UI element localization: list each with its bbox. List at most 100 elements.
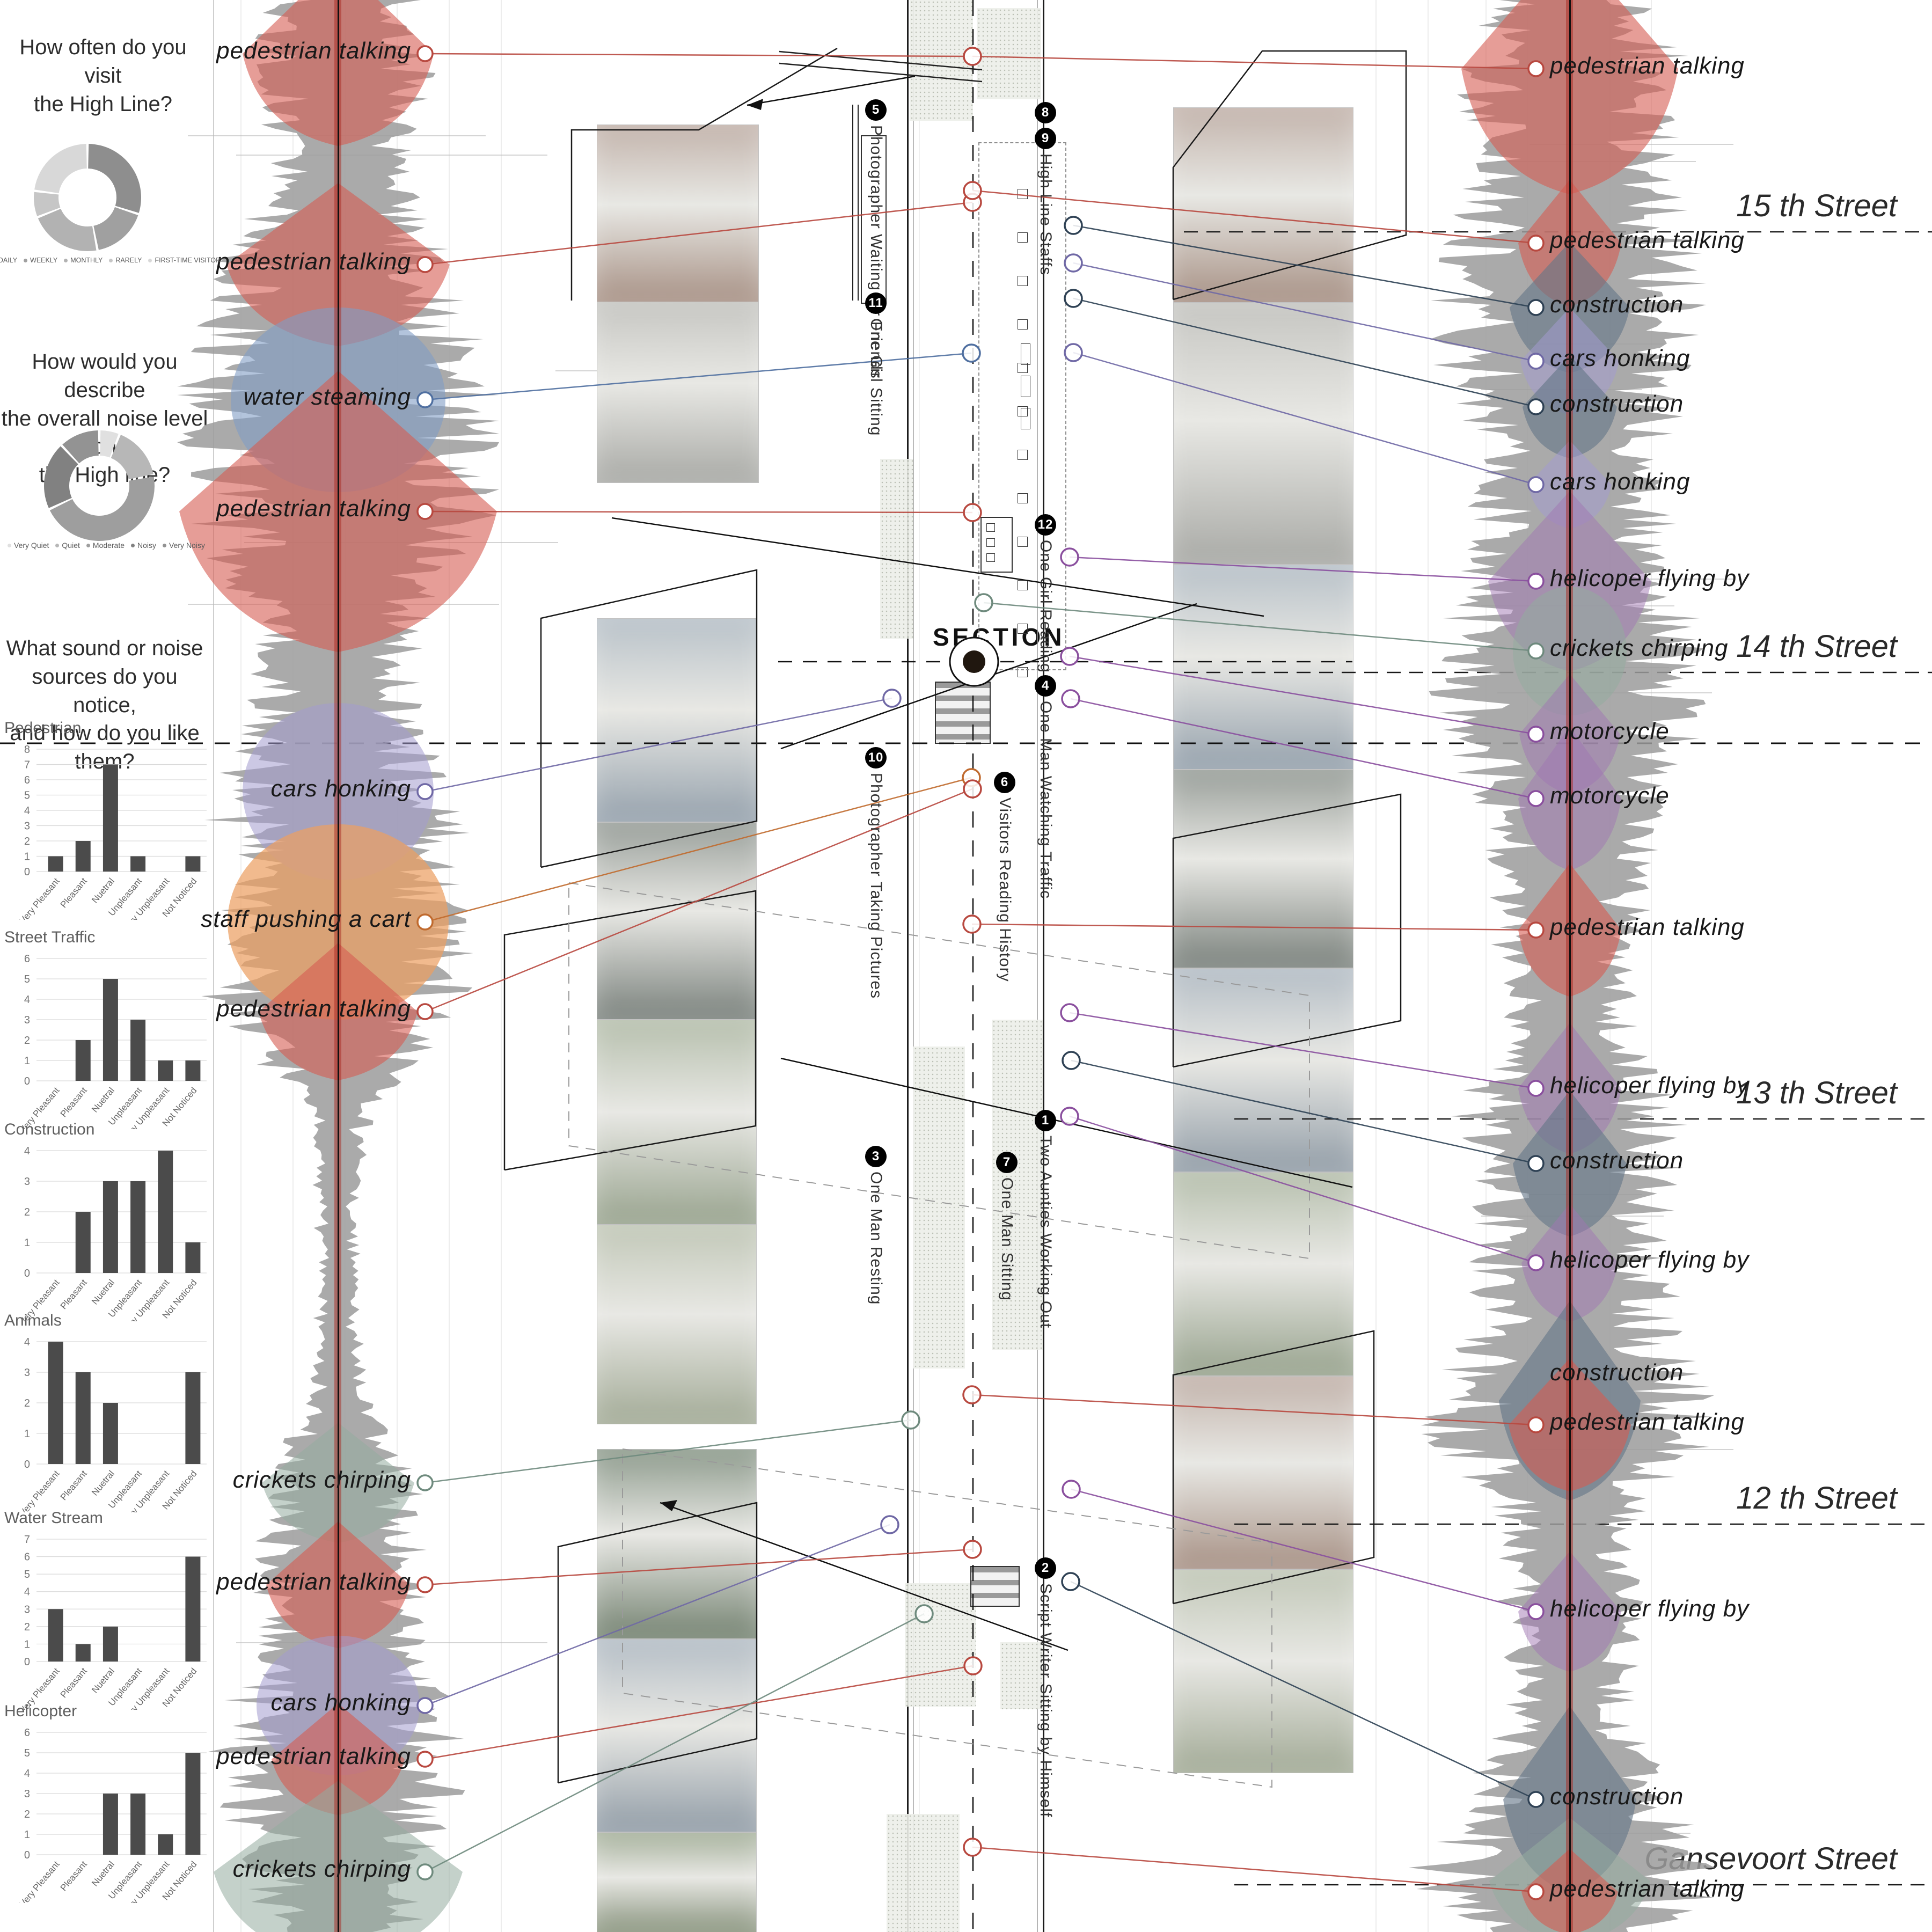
donut-slice: [111, 435, 153, 480]
legend-item: WEEKLY: [24, 257, 57, 264]
sound-label: motorcycle: [1550, 718, 1670, 744]
planting-bed: [992, 1020, 1043, 1350]
massing-outline: [1172, 793, 1402, 1068]
y-tick: 4: [24, 994, 30, 1006]
sound-label: crickets chirping: [232, 1856, 411, 1882]
bar: [158, 1060, 173, 1081]
sound-label: helicoper flying by: [1550, 1247, 1750, 1273]
y-tick: 5: [24, 974, 30, 985]
y-tick: 4: [24, 1768, 30, 1780]
annotation-number: 6: [994, 772, 1015, 793]
bar: [185, 1372, 201, 1464]
bar: [48, 856, 63, 872]
plan-annotation: 10Photographer Taking Pictures: [865, 747, 887, 999]
photo: [597, 125, 759, 303]
sound-label: pedestrian talking: [216, 495, 411, 522]
annotation-label: Visitors Reading History: [996, 797, 1014, 982]
photo: [597, 1639, 757, 1832]
bar: [130, 1181, 146, 1273]
y-tick: 1: [24, 1055, 30, 1067]
y-tick: 5: [24, 790, 30, 802]
grid-line-vertical: [1428, 0, 1429, 1932]
massing-outline: [1172, 50, 1407, 301]
bar: [103, 764, 118, 872]
section-title: SECTION: [933, 623, 1065, 651]
planter-square: [1018, 450, 1028, 460]
plan-edge-left: [907, 0, 909, 1932]
annotation-label: One Girl Reading: [1037, 540, 1055, 673]
sound-label: cars honking: [1550, 469, 1690, 495]
sound-label: motorcycle: [1550, 782, 1670, 809]
plan-annotation: 1Two Aunties Working Out: [1035, 1110, 1056, 1328]
grid-line-vertical: [1651, 0, 1652, 1932]
plan-marker: [1062, 1051, 1081, 1070]
plan-marker: [1061, 1572, 1080, 1591]
x-category-label: Nuetral: [90, 1277, 116, 1306]
plan-annotation: 11One Girl Sitting: [865, 292, 887, 436]
label-marker: [1527, 1254, 1545, 1271]
legend-dot: [148, 258, 152, 262]
bridge-beam: [779, 62, 983, 83]
plan-marker: [962, 1385, 982, 1404]
panel-divider: [213, 0, 214, 1932]
grid-line-vertical: [1375, 0, 1377, 1932]
y-tick: 3: [24, 821, 30, 832]
planting-bed: [977, 8, 1041, 99]
sound-label: cars honking: [270, 1689, 411, 1716]
bar: [75, 1212, 91, 1273]
annotation-label: One Man Watching Traffic: [1037, 701, 1055, 899]
grid-line-vertical: [501, 0, 502, 1932]
sound-label: pedestrian talking: [216, 248, 411, 275]
y-tick: 4: [24, 1586, 30, 1598]
x-category-label: Nuetral: [90, 876, 116, 905]
donut-slice: [34, 144, 87, 194]
y-tick: 3: [24, 1176, 30, 1188]
plan-annotation: 89High Line Staffs: [1035, 102, 1056, 275]
photo: [1173, 1376, 1353, 1569]
label-marker: [416, 1697, 434, 1714]
plan-annotation: 7One Man Sitting: [996, 1152, 1018, 1301]
question-title-line: sources do you notice,: [32, 664, 178, 717]
y-tick: 2: [24, 1206, 30, 1218]
y-tick: 2: [24, 1397, 30, 1409]
connector-line: [1069, 1012, 1536, 1089]
bench-seat: [986, 538, 995, 547]
grid-line-vertical: [1485, 0, 1487, 1932]
label-marker: [1527, 353, 1545, 370]
plan-marker: [880, 1515, 899, 1534]
legend-dot: [64, 258, 68, 262]
y-tick: 7: [24, 759, 30, 771]
bench-small: [1021, 408, 1030, 429]
planter-square: [1018, 624, 1028, 634]
x-category-label: Pleasant: [58, 1666, 89, 1700]
donut-chart: [33, 144, 141, 251]
y-tick: 3: [24, 1604, 30, 1615]
bar: [75, 841, 91, 872]
legend-dot: [55, 543, 60, 547]
plan-marker: [963, 1656, 983, 1675]
legend-dot: [131, 543, 135, 547]
section-target-inner: [963, 650, 985, 673]
sound-label: pedestrian talking: [216, 38, 411, 64]
bench-small: [1021, 376, 1030, 397]
legend-item: Noisy: [131, 541, 156, 550]
annotation-label: One Man Sitting: [998, 1177, 1016, 1301]
plan-marker: [1064, 253, 1083, 273]
annotation-number: 1: [1035, 1110, 1056, 1131]
legend-item: Very Quiet: [8, 541, 49, 550]
plan-annotation: 3One Man Resting: [865, 1146, 887, 1305]
sound-label: helicoper flying by: [1550, 1596, 1750, 1622]
y-tick: 8: [24, 744, 30, 756]
question-title-line: the High Line?: [34, 92, 172, 116]
planter-square: [1018, 537, 1028, 547]
plan-marker: [974, 593, 993, 612]
y-tick: 3: [24, 1014, 30, 1026]
leader-line: [660, 1502, 1069, 1651]
annotation-label: High Line Staffs: [1037, 153, 1055, 276]
annotation-label: One Girl Sitting: [867, 318, 885, 436]
massing-outline: [540, 569, 758, 868]
y-tick: 0: [24, 1656, 30, 1668]
